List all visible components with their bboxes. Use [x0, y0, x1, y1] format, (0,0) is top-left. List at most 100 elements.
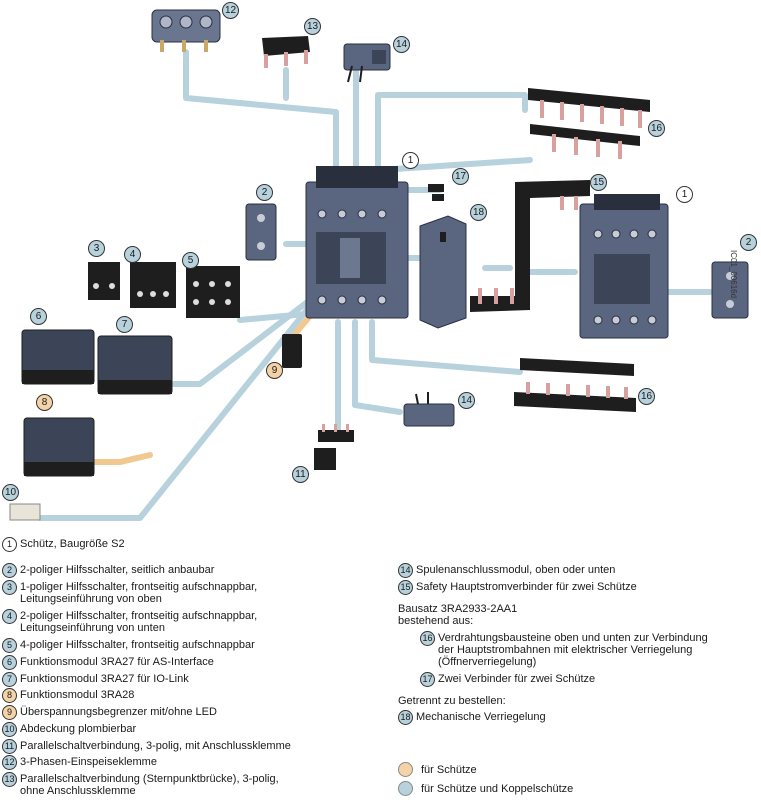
legend-text: 3-Phasen-Einspeiseklemme [20, 756, 157, 768]
legend-text: 4-poliger Hilfsschalter, frontseitig auf… [20, 639, 255, 651]
legend-num: 16 [420, 631, 435, 646]
callout-13: 13 [304, 18, 321, 35]
legend-text: Parallelschaltverbindung (Sternpunktbrüc… [20, 773, 279, 797]
callout-2-right: 2 [740, 234, 757, 251]
legend-num: 18 [398, 710, 413, 725]
key-text: für Schütze und Koppelschütze [421, 783, 574, 795]
contactor-second-drawing [579, 194, 669, 339]
legend-text: Schütz, Baugröße S2 [20, 538, 125, 550]
legend-text: Spulenanschlussmodul, oben oder unten [416, 564, 616, 576]
legend-text: Zwei Verbinder für zwei Schütze [438, 673, 596, 685]
callout-17: 17 [452, 168, 469, 185]
surge-suppressor-drawing [282, 334, 302, 368]
key-orange: für Schütze [398, 762, 477, 777]
legend-num: 8 [2, 688, 17, 703]
legend-num: 15 [398, 580, 413, 595]
mechanical-interlock-drawing [419, 215, 467, 329]
legend-num: 13 [2, 772, 17, 787]
key-text: für Schütze [421, 764, 477, 776]
legend-text: Mechanische Verriegelung [416, 711, 546, 723]
callout-16-top: 16 [648, 120, 665, 137]
key-blue: für Schütze und Koppelschütze [398, 781, 574, 796]
callout-9: 9 [266, 362, 283, 379]
legend-text: Parallelschaltverbindung, 3-polig, mit A… [20, 740, 291, 752]
separate-heading: Getrennt zu bestellen: [398, 695, 506, 707]
callout-16-bottom: 16 [638, 388, 655, 405]
legend-text: 2-poliger Hilfsschalter, frontseitig auf… [20, 610, 258, 634]
callout-6: 6 [30, 308, 47, 325]
callout-10: 10 [2, 484, 19, 501]
callout-7: 7 [116, 316, 133, 333]
legend-num: 2 [2, 563, 17, 578]
legend-num: 7 [2, 672, 17, 687]
wiring-bar-bottom-drawing [514, 358, 636, 412]
legend-text: 1-poliger Hilfsschalter, frontseitig auf… [20, 581, 258, 605]
coil-module-top-drawing [343, 43, 391, 83]
legend-text: Verdrahtungsbausteine oben und unten zur… [438, 632, 708, 668]
exploded-diagram: 12 13 14 16 1 17 15 1 2 18 2 3 4 5 6 7 9… [2, 2, 757, 521]
figure-id: IC01_00616d [729, 250, 738, 299]
callout-15: 15 [590, 174, 607, 191]
callout-18: 18 [470, 204, 487, 221]
contactor-main-drawing [305, 166, 409, 319]
parallel-connector-drawing [314, 424, 354, 470]
front-aux-switches-drawing [88, 262, 240, 318]
connectors-drawing [428, 184, 444, 201]
callout-1-second: 1 [676, 186, 693, 203]
legend-num: 1 [2, 537, 17, 552]
callout-5: 5 [182, 252, 199, 269]
callout-12: 12 [222, 2, 239, 19]
star-bridge-drawing [262, 36, 310, 68]
function-modules-drawing [21, 329, 173, 477]
legend-num: 6 [2, 655, 17, 670]
side-aux-switch-drawing [245, 203, 749, 319]
callout-14-bottom: 14 [458, 392, 475, 409]
legend-num: 5 [2, 638, 17, 653]
legend-text: Überspannungsbegrenzer mit/ohne LED [20, 706, 217, 718]
blue-swatch [398, 781, 413, 796]
kit-heading: Bausatz 3RA2933-2AA1 bestehend aus: [398, 603, 518, 627]
legend-text: Funktionsmodul 3RA28 [20, 689, 135, 701]
orange-swatch [398, 762, 413, 777]
wiring-bar-top-drawing [528, 88, 650, 159]
callout-4: 4 [124, 246, 141, 263]
callout-3: 3 [88, 240, 105, 257]
infeed-terminal-drawing [151, 9, 221, 52]
callout-11: 11 [292, 466, 309, 483]
legend-num: 11 [2, 739, 17, 754]
callout-14-top: 14 [393, 36, 410, 53]
safety-connector-drawing [470, 180, 590, 312]
legend-text: Funktionsmodul 3RA27 für AS-Interface [20, 656, 214, 668]
callout-1-main: 1 [402, 152, 419, 169]
diagram-drawing [9, 9, 749, 521]
coil-module-bottom-drawing [403, 392, 455, 427]
callout-8: 8 [36, 394, 53, 411]
legend-num: 12 [2, 755, 17, 770]
legend-item-17: 17 Zwei Verbinder für zwei Schütze [420, 672, 596, 687]
legend-num: 3 [2, 580, 17, 595]
legend-num: 17 [420, 672, 435, 687]
legend-num: 14 [398, 563, 413, 578]
legend-text: Funktionsmodul 3RA27 für IO-Link [20, 673, 189, 685]
legend-num: 4 [2, 609, 17, 624]
legend-num: 9 [2, 705, 17, 720]
blue-connector-pipes [37, 49, 713, 521]
sealable-cover-drawing [9, 503, 41, 521]
callout-2-left: 2 [256, 184, 273, 201]
